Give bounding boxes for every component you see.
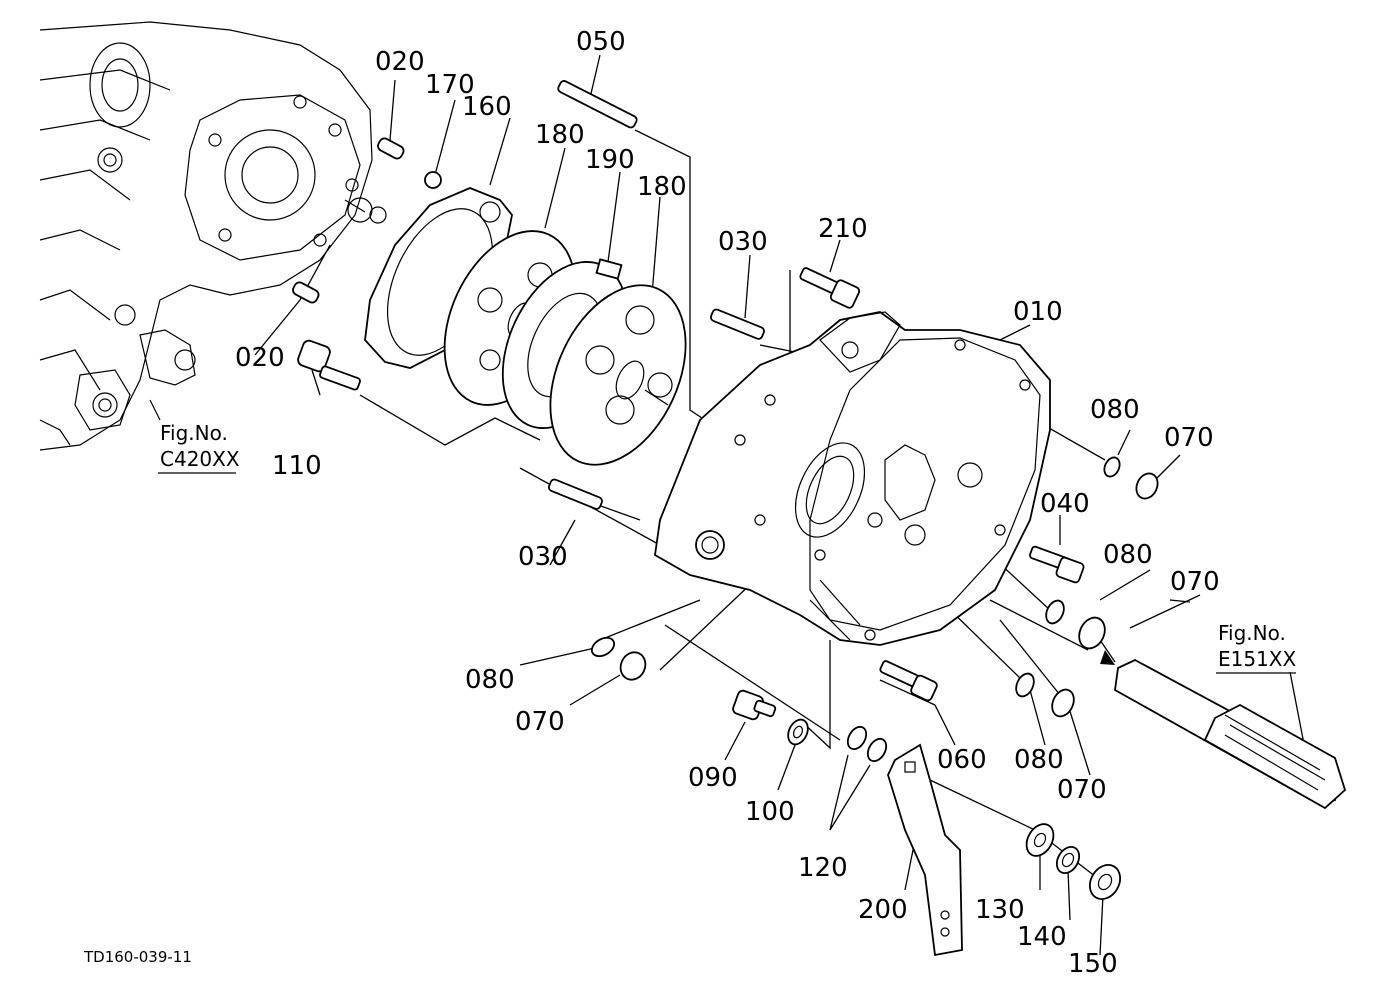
washer-100 [787, 718, 809, 746]
fig-ref-c420xx-line1: Fig.No. [160, 421, 228, 445]
callout-label: 200 [858, 895, 908, 925]
callout-label: 040 [1040, 489, 1090, 519]
callout-label: 020 [375, 47, 425, 77]
washers-080 [590, 456, 1121, 698]
dowel-pin-020-top [377, 137, 405, 160]
transmission-case-drawing [39, 21, 387, 451]
bolt-060 [879, 660, 938, 702]
callout-label: 140 [1017, 922, 1067, 952]
housing-010 [654, 311, 1051, 646]
callout-label: 180 [535, 120, 585, 150]
friction-disc-180-b [549, 284, 687, 466]
callout-label: 120 [798, 853, 848, 883]
callout-labels: 0100200200300300400500600700700700700800… [235, 27, 1220, 979]
callout-label: 180 [637, 172, 687, 202]
callout-label: 070 [1057, 775, 1107, 805]
fig-ref-c420xx: Fig.No. C420XX [158, 421, 240, 474]
dowel-pin-020-bottom [292, 281, 320, 304]
ball-170 [424, 171, 442, 189]
drawing-code: TD160-039-11 [83, 948, 192, 966]
stud-050 [557, 80, 638, 129]
bolt-210 [799, 267, 861, 309]
shaft-e151xx [1100, 650, 1347, 810]
o-rings-120 [846, 725, 888, 763]
callout-label: 100 [745, 797, 795, 827]
stud-030-bottom [548, 478, 603, 510]
callout-label: 160 [462, 92, 512, 122]
callout-label: 150 [1068, 949, 1118, 979]
callout-label: 030 [718, 227, 768, 257]
lever-200 [887, 743, 963, 957]
callout-label: 210 [818, 214, 868, 244]
bolt-040 [1029, 545, 1085, 584]
callout-label: 010 [1013, 297, 1063, 327]
fig-ref-e151xx-line2: E151XX [1218, 647, 1297, 671]
washer-130 [1025, 823, 1055, 857]
callout-label: 170 [425, 70, 475, 100]
callout-label: 050 [576, 27, 626, 57]
callout-label: 190 [585, 145, 635, 175]
callout-label: 020 [235, 343, 285, 373]
callout-label: 090 [688, 763, 738, 793]
washer-140 [1055, 845, 1081, 875]
nuts-070 [619, 472, 1159, 718]
bolt-090 [732, 689, 777, 721]
callout-label: 130 [975, 895, 1025, 925]
nut-150 [1089, 864, 1121, 900]
callout-label: 080 [465, 665, 515, 695]
callout-label: 070 [1164, 423, 1214, 453]
fig-ref-c420xx-line2: C420XX [160, 447, 240, 471]
callout-label: 070 [515, 707, 565, 737]
callout-label: 080 [1014, 745, 1064, 775]
stud-030-top [710, 308, 765, 340]
fig-ref-e151xx-line1: Fig.No. [1218, 621, 1286, 645]
plate-160 [364, 187, 513, 369]
callout-label: 030 [518, 542, 568, 572]
bolt-110 [297, 339, 361, 391]
callout-label: 110 [272, 451, 322, 481]
callout-label: 080 [1103, 540, 1153, 570]
callout-label: 070 [1170, 567, 1220, 597]
callout-label: 080 [1090, 395, 1140, 425]
fig-ref-e151xx: Fig.No. E151XX [1216, 621, 1297, 674]
callout-label: 060 [937, 745, 987, 775]
